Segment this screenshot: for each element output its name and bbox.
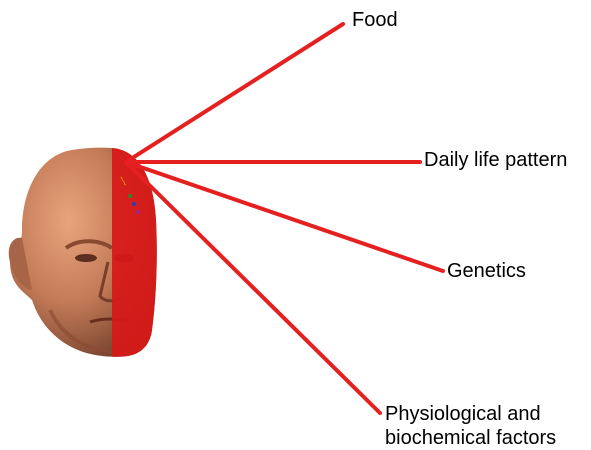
eye-left [75, 254, 97, 262]
label-physiological-line2: biochemical factors [385, 426, 556, 450]
line-to-genetics [126, 162, 443, 271]
line-to-food [126, 24, 343, 162]
label-physiological-line1: Physiological and [385, 402, 556, 426]
line-to-physiological [126, 162, 380, 413]
forehead-dot-2 [132, 202, 136, 206]
connector-lines [126, 24, 443, 413]
label-food: Food [352, 8, 398, 32]
forehead-dot-1 [128, 194, 132, 198]
label-genetics: Genetics [447, 259, 526, 283]
label-physiological-factors: Physiological and biochemical factors [385, 402, 556, 450]
human-head-icon: ~~ [9, 148, 157, 357]
forehead-dot-3 [136, 210, 140, 214]
label-daily-life-pattern: Daily life pattern [424, 148, 567, 172]
